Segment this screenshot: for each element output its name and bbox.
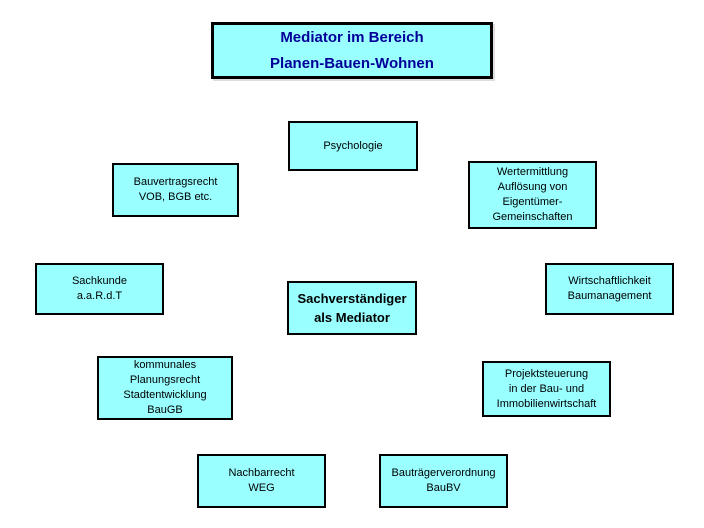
center-node-sachverstaendiger-als-mediator: Sachverständiger als Mediator <box>287 281 417 335</box>
node-label: BauBV <box>426 482 461 494</box>
node-label: VOB, BGB etc. <box>138 191 213 203</box>
node-sachkunde: Sachkunde a.a.R.d.T <box>35 263 164 315</box>
node-label: Projektsteuerung <box>504 367 589 380</box>
node-label: Psychologie <box>323 139 383 152</box>
node-label: Auflösung von <box>497 181 568 193</box>
node-label: Immobilienwirtschaft <box>496 397 597 410</box>
node-label: Bauvertragsrecht <box>133 176 218 188</box>
node-label: Wertermittlung <box>496 166 569 178</box>
node-label: a.a.R.d.T <box>76 290 123 302</box>
node-projektsteuerung: Projektsteuerung in der Bau- und Immobil… <box>482 361 611 417</box>
node-bauvertragsrecht: Bauvertragsrecht VOB, BGB etc. <box>112 163 239 217</box>
center-node-label: als Mediator <box>314 310 390 325</box>
diagram-title-line: Mediator im Bereich <box>280 28 424 46</box>
node-bautraegerverordnung: Bauträgerverordnung BauBV <box>379 454 508 508</box>
diagram-title-line: Planen-Bauen-Wohnen <box>270 54 434 72</box>
center-node-label: Sachverständiger <box>297 291 407 306</box>
node-psychologie: Psychologie <box>288 121 418 171</box>
node-label: kommunales <box>133 359 197 371</box>
node-kommunales-planungsrecht: kommunales Planungsrecht Stadtentwicklun… <box>97 356 233 420</box>
node-nachbarrecht: Nachbarrecht WEG <box>197 454 326 508</box>
node-label: in der Bau- und <box>508 382 585 395</box>
node-label: Stadtentwicklung <box>123 389 207 401</box>
node-label: WEG <box>248 482 275 494</box>
node-label: Planungsrecht <box>129 374 201 386</box>
node-label: Nachbarrecht <box>228 467 295 479</box>
diagram-title-box: Mediator im Bereich Planen-Bauen-Wohnen <box>211 22 493 79</box>
node-label: Sachkunde <box>71 275 128 287</box>
node-label: BauGB <box>147 404 183 416</box>
node-wertermittlung: Wertermittlung Auflösung von Eigentümer-… <box>468 161 597 229</box>
node-wirtschaftlichkeit: Wirtschaftlichkeit Baumanagement <box>545 263 674 315</box>
node-label: Eigentümer- <box>502 196 563 208</box>
node-label: Baumanagement <box>567 290 652 302</box>
node-label: Wirtschaftlichkeit <box>568 275 651 287</box>
node-label: Bauträgerverordnung <box>391 467 496 479</box>
node-label: Gemeinschaften <box>492 211 573 223</box>
